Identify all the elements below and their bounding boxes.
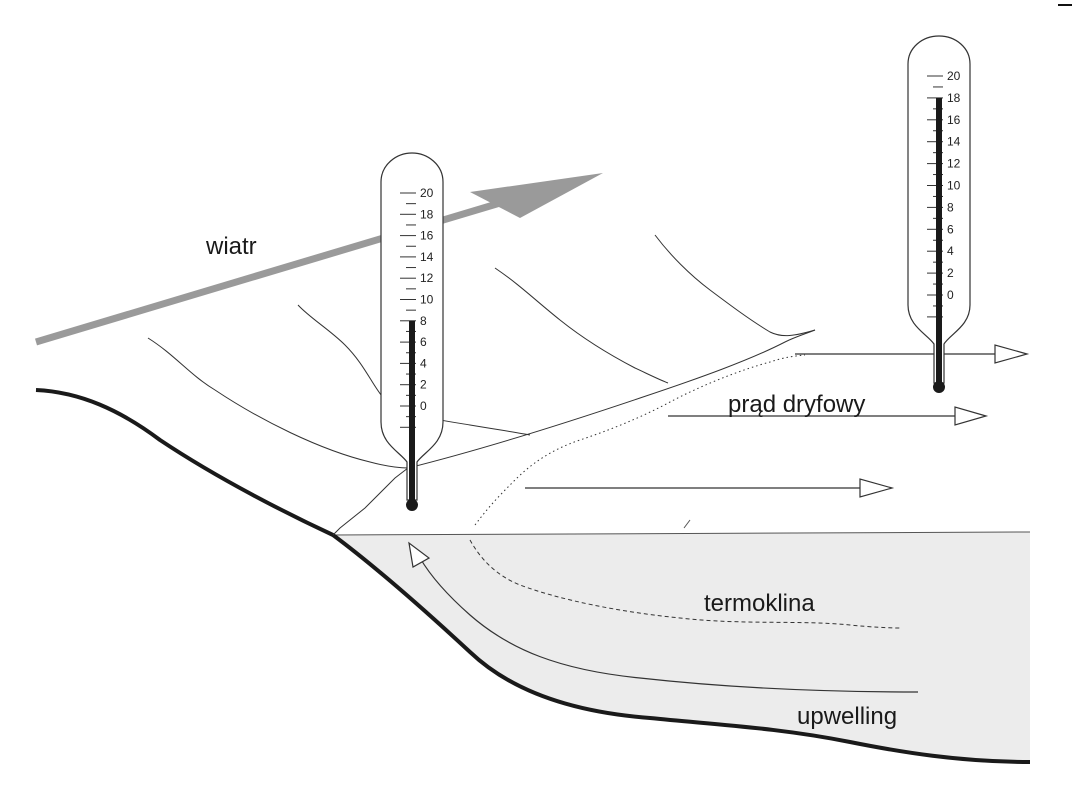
thermometer-scale-label: 18	[947, 91, 961, 105]
wind-arrow	[34, 173, 603, 346]
thermometer-scale-label: 8	[947, 200, 954, 214]
thermometer-scale-label: 18	[420, 207, 434, 221]
thermometer-scale-label: 4	[947, 244, 954, 258]
thermometer-scale-label: 20	[947, 69, 961, 83]
thermometer-scale-label: 12	[420, 271, 434, 285]
drift-current-label: prąd dryfowy	[728, 391, 865, 418]
thermometer-scale-label: 6	[420, 335, 427, 349]
thermometer-scale-label: 14	[947, 135, 961, 149]
drift-layer-dotted-line	[474, 354, 806, 526]
thermocline-label: termoklina	[704, 590, 815, 617]
thermometer-scale-label: 0	[947, 288, 954, 302]
thermometer-scale-label: 10	[947, 179, 961, 193]
thermometer-scale-label: 2	[420, 378, 427, 392]
surface-tick-mark	[683, 519, 691, 529]
upwelling-label: upwelling	[797, 703, 897, 730]
thermometer-scale-label: 14	[420, 250, 434, 264]
surface-layer-boundary	[332, 531, 1031, 536]
wind-label: wiatr	[205, 233, 257, 260]
thermometer-scale-label: 16	[947, 113, 961, 127]
thermometer-left-mercury	[409, 320, 415, 505]
thermometer-scale-label: 20	[420, 186, 434, 200]
thermometer-scale-label: 6	[947, 222, 954, 236]
thermometer-scale-label: 4	[420, 356, 427, 370]
thermocline-line	[469, 539, 901, 629]
thermometer-scale-label: 10	[420, 293, 434, 307]
thermometer-scale-label: 16	[420, 229, 434, 243]
thermometer-scale-label: 0	[420, 399, 427, 413]
drift-current-arrows	[525, 344, 1030, 498]
thermometer-right-mercury	[936, 97, 942, 388]
thermometer-scale-label: 12	[947, 157, 961, 171]
deep-water-region	[333, 532, 1030, 762]
sea-bottom-line	[35, 388, 1031, 764]
thermometer-scale-label: 2	[947, 266, 954, 280]
thermometer-scale-label: 8	[420, 314, 427, 328]
upwelling-arrow	[408, 541, 919, 693]
